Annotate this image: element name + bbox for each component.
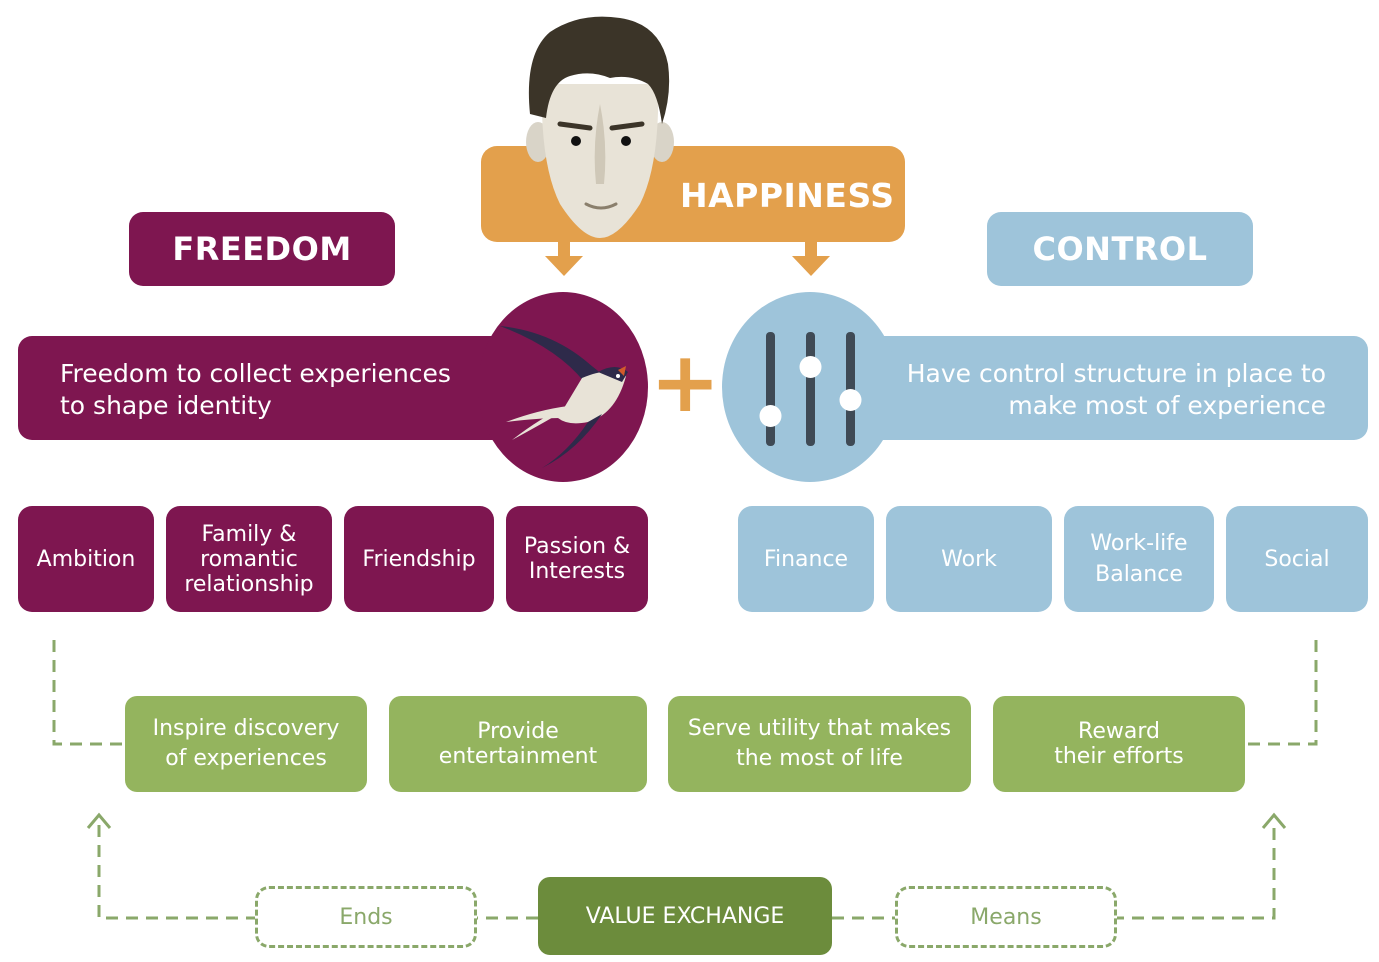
sliders-icon xyxy=(759,332,862,446)
control-statement: Have control structure in place to make … xyxy=(906,359,1326,420)
freedom-statement: Freedom to collect experiences to shape … xyxy=(60,359,451,420)
value-box-serve-utility: Serve utility that makes the most of lif… xyxy=(668,696,971,792)
happiness-label: HAPPINESS xyxy=(680,176,895,215)
arrow-up-right xyxy=(1261,812,1287,829)
freedom-heading: FREEDOM xyxy=(129,212,395,286)
control-category-work: Work xyxy=(886,506,1052,612)
freedom-category-family: Family & romantic relationship xyxy=(166,506,332,612)
control-heading: CONTROL xyxy=(987,212,1253,286)
swallow-bird-icon xyxy=(500,326,628,468)
freedom-category-passion: Passion & Interests xyxy=(506,506,648,612)
control-category-work-life-balance: Work-life Balance xyxy=(1064,506,1214,612)
happiness-arrow-left xyxy=(545,238,583,276)
dashed-connector-right xyxy=(1245,640,1318,746)
arrow-up-left xyxy=(86,812,112,829)
means-label: Means xyxy=(895,886,1117,948)
freedom-category-friendship: Friendship xyxy=(344,506,494,612)
value-box-inspire-discovery: Inspire discovery of experiences xyxy=(125,696,367,792)
control-category-finance: Finance xyxy=(738,506,874,612)
freedom-category-ambition: Ambition xyxy=(18,506,154,612)
control-category-social: Social xyxy=(1226,506,1368,612)
value-box-provide-entertainment: Provide entertainment xyxy=(389,696,647,792)
ends-label: Ends xyxy=(255,886,477,948)
dashed-connector-left xyxy=(52,640,125,746)
value-exchange-box: VALUE EXCHANGE xyxy=(538,877,832,955)
face-icon xyxy=(526,16,674,238)
control-statement-bar xyxy=(810,336,1368,440)
plus-sign: + xyxy=(650,333,721,431)
value-box-reward-efforts: Reward their efforts xyxy=(993,696,1245,792)
happiness-arrow-right xyxy=(792,238,830,276)
